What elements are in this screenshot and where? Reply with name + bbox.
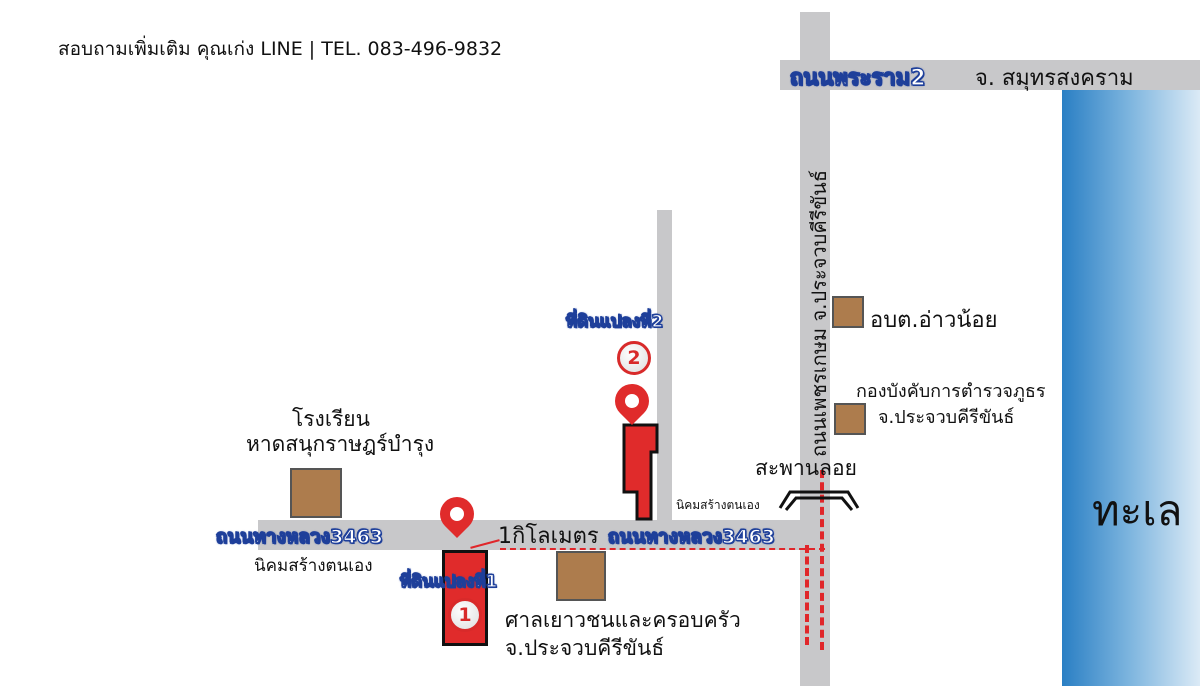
school-building — [290, 468, 342, 518]
obt-label: อบต.อ่าวน้อย — [870, 308, 998, 333]
route-dash-horizontal — [500, 548, 825, 550]
rama2-province-label: จ. สมุทรสงคราม — [975, 66, 1134, 91]
route-dash-vertical-left — [805, 545, 809, 645]
plot-2-label: ที่ดินแปลงที่2 — [565, 311, 664, 332]
side-road — [657, 210, 672, 522]
sea-area — [1062, 90, 1200, 686]
contact-text: สอบถามเพิ่มเติม คุณเก่ง LINE | TEL. 083-… — [58, 38, 503, 60]
rama2-road — [780, 60, 1200, 90]
plot-2-number-badge: 2 — [617, 341, 651, 375]
court-label-1: ศาลเยาวชนและครอบครัว — [505, 608, 741, 632]
plot-2-area[interactable] — [621, 422, 661, 522]
distance-label: 1กิโลเมตร — [498, 524, 599, 549]
police-building — [834, 403, 866, 435]
bridge-icon — [778, 490, 860, 511]
plot-1-number-badge: 1 — [448, 598, 482, 632]
obt-building — [832, 296, 864, 328]
bridge-label: สะพานลอย — [755, 456, 857, 480]
court-label-2: จ.ประจวบคีรีขันธ์ — [505, 636, 665, 660]
school-label-1: โรงเรียน — [292, 407, 370, 431]
rama2-label: ถนนพระราม2 — [789, 65, 926, 91]
police-label-1: กองบังคับการตำรวจภูธร — [856, 381, 1046, 402]
route-dash-vertical-right — [820, 470, 824, 650]
phetkasem-label: ถนนเพชรเกษม จ.ประจวบคีรีขันธ์ — [807, 169, 831, 457]
nikhom-label-left: นิคมสร้างตนเอง — [254, 556, 373, 576]
court-building — [556, 551, 606, 601]
nikhom-label-right: นิคมสร้างตนเอง — [676, 498, 760, 512]
plot-2-pin-icon[interactable] — [607, 376, 657, 426]
school-label-2: หาดสนุกราษฎร์บำรุง — [246, 432, 435, 456]
police-label-2: จ.ประจวบคีรีขันธ์ — [878, 407, 1015, 428]
highway-label-left: ถนนทางหลวง3463 — [215, 525, 383, 548]
highway-label-right: ถนนทางหลวง3463 — [607, 525, 775, 548]
plot-1-label: ที่ดินแปลงที่1 — [399, 571, 498, 592]
sea-label: ทะเล — [1092, 486, 1183, 535]
highway-3463-road — [258, 520, 830, 550]
